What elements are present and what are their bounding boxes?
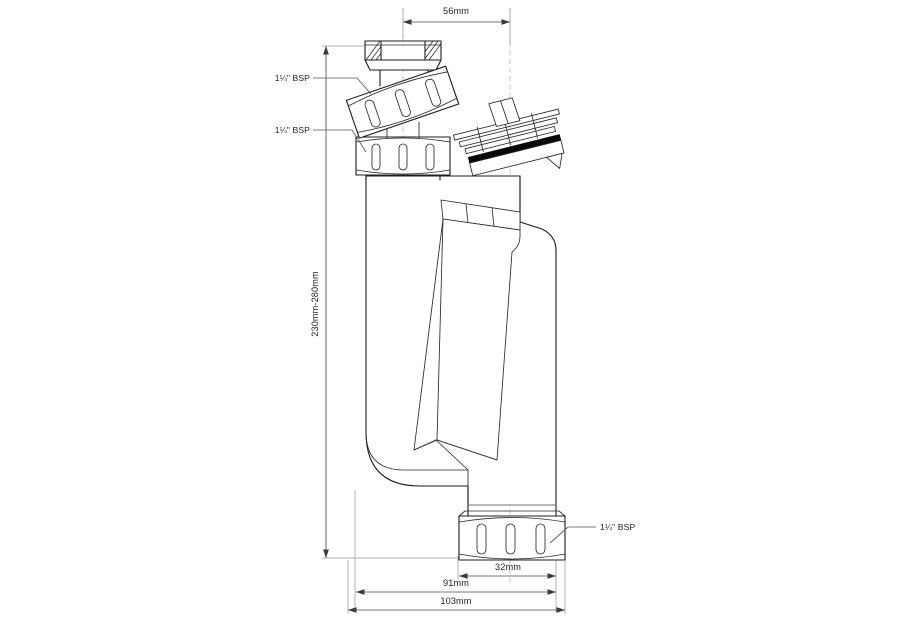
- seal-fin-2: [458, 117, 558, 148]
- callout-2-label: 1¼" BSP: [275, 125, 310, 135]
- body-top-nut[interactable]: [355, 136, 451, 181]
- seal-grating: [453, 108, 560, 155]
- outlet-nut[interactable]: [458, 510, 566, 561]
- dimension-height: 230mm-280mm: [310, 46, 329, 558]
- body-top-nut-rib-1: [371, 143, 381, 171]
- dip-tube-collar-rib-2: [491, 207, 495, 227]
- inlet-swivel-nut[interactable]: [345, 65, 460, 139]
- outlet-nut-bottom-arc: [458, 553, 566, 560]
- dip-tube: [413, 199, 521, 461]
- inlet-swivel-nut-bottom-arc: [357, 97, 458, 133]
- callout-3-label: 1¼" BSP: [600, 522, 635, 532]
- seal-ring-body: [469, 139, 565, 177]
- callout-1-label: 1¼" BSP: [275, 73, 310, 83]
- seal-fin-crossbar-3: [531, 113, 539, 139]
- outlet-nut-top-arc: [458, 517, 566, 523]
- seal-assembly: [453, 97, 565, 177]
- inlet-swivel-nut-rib-1: [364, 99, 381, 128]
- dimension-56mm-label: 56mm: [443, 6, 469, 16]
- outlet-nut-top-chamfer: [458, 510, 566, 517]
- callout-2-leader: [313, 129, 367, 153]
- seal-upright-tab-rib: [500, 100, 509, 125]
- seal-fin-crossbar-1: [476, 126, 484, 152]
- callout-1-leader: [313, 77, 372, 95]
- dip-tube-bottom: [436, 439, 498, 461]
- callout-outlet-nut: 1¼" BSP: [549, 522, 635, 544]
- inlet-swivel-nut-outline: [345, 65, 460, 139]
- body-inner-bend: [365, 431, 469, 471]
- dip-tube-body: [436, 218, 521, 461]
- body-top-nut-outline: [355, 136, 451, 176]
- callout-inlet-swivel-nut: 1¼" BSP: [275, 73, 372, 95]
- dimension-103mm: 103mm: [347, 560, 566, 614]
- outlet-nut-outline: [458, 515, 566, 561]
- seal-drop-tail: [546, 153, 563, 169]
- inlet-swivel-nut-rib-3: [425, 78, 442, 107]
- inlet-flange-ring: [364, 40, 442, 71]
- body-top-nut-rib-3: [425, 143, 435, 171]
- outlet-nut-rib-1: [476, 523, 487, 555]
- body-top-nut-bottom-arc: [355, 169, 451, 175]
- dip-tube-left-edge: [413, 218, 444, 451]
- inlet-swivel-nut-top-arc: [347, 71, 449, 107]
- dimension-32mm: 32mm: [459, 562, 556, 579]
- body-top-nut-top-arc: [355, 137, 451, 143]
- inlet-flange-bore: [380, 40, 426, 61]
- body-top-nut-rib-2: [398, 143, 408, 171]
- inlet-swivel-nut-rib-2: [394, 89, 411, 118]
- outlet-nut-rib-2: [505, 523, 516, 555]
- dip-tube-bottom-left: [413, 439, 438, 451]
- dip-tube-collar-rib-1: [465, 203, 469, 224]
- inlet-flange-shoulder: [364, 59, 442, 71]
- dimension-91mm-label: 91mm: [443, 578, 469, 588]
- dimension-56mm: 56mm: [403, 6, 510, 25]
- callout-body-top-nut: 1¼" BSP: [275, 125, 367, 153]
- outlet-nut-rib-3: [535, 523, 546, 555]
- dimension-103mm-label: 103mm: [440, 596, 471, 606]
- dimension-32mm-label: 32mm: [495, 562, 521, 572]
- seal-fin-3: [464, 126, 556, 155]
- callout-3-leader: [549, 526, 596, 544]
- dimension-91mm: 91mm: [356, 578, 556, 595]
- dimension-height-label: 230mm-280mm: [310, 271, 320, 337]
- body-diagonal-fillet: [435, 439, 469, 471]
